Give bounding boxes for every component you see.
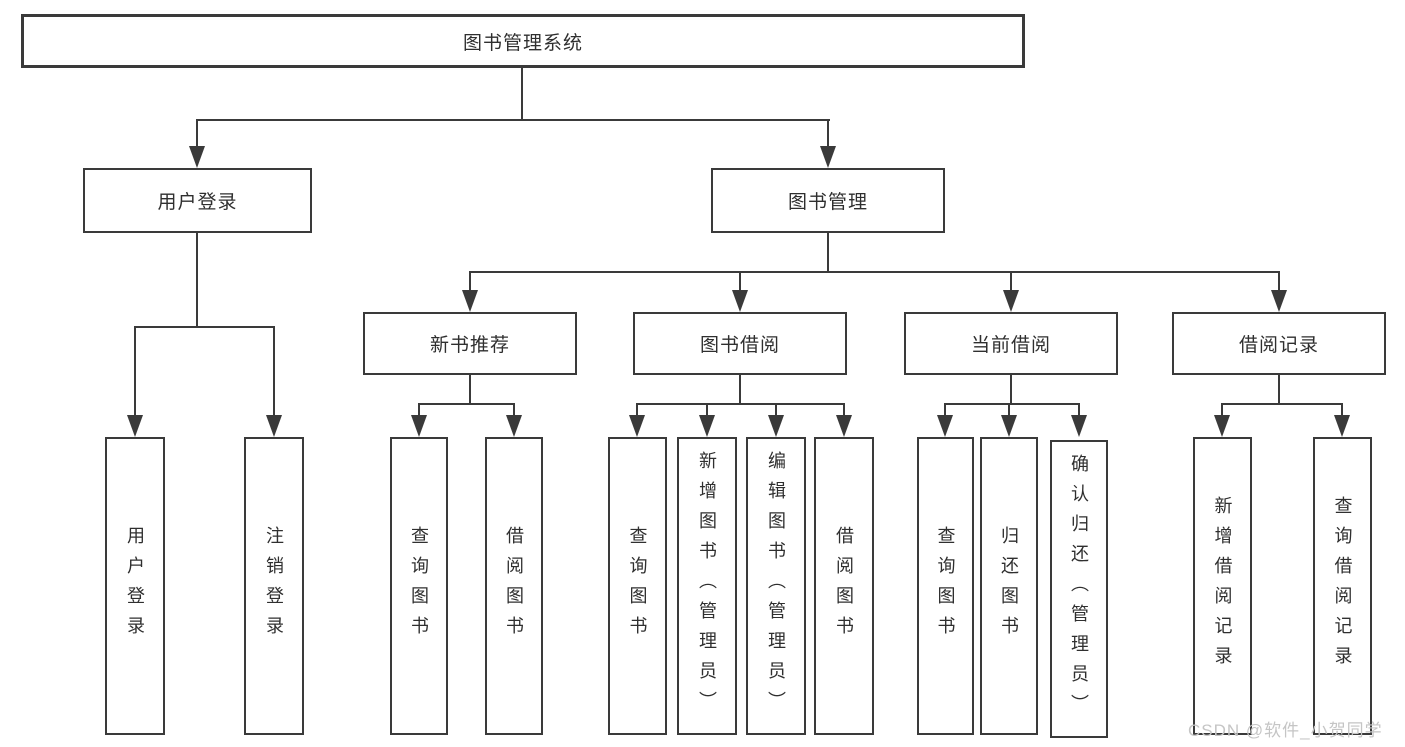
leaf-query-borrow-record: 查询借阅记录 [1313, 437, 1372, 735]
connector-to-leaf-user-login [134, 326, 136, 415]
arrow-down-icon [1214, 415, 1230, 437]
arrow-down-icon [266, 415, 282, 437]
connector-user-login-stem [196, 233, 198, 326]
connector-leaf [418, 403, 420, 415]
connector-to-current-borrow [1010, 271, 1012, 290]
leaf-add-borrow-record: 新增借阅记录 [1193, 437, 1252, 735]
leaf-query-books-borrow: 查询图书 [608, 437, 667, 735]
leaf-logout-login: 注销登录 [244, 437, 304, 735]
connector-leaf [775, 403, 777, 415]
arrow-down-icon [462, 290, 478, 312]
leaf-user-login: 用户登录 [105, 437, 165, 735]
connector-book-borrow-stem [739, 375, 741, 403]
leaf-borrow-books: 借阅图书 [814, 437, 874, 735]
connector-to-leaf-logout [273, 326, 275, 415]
connector-leaf [1078, 403, 1080, 415]
arrow-down-icon [629, 415, 645, 437]
connector-book-mgmt-stem [827, 233, 829, 271]
leaf-add-book-admin: 新增图书（管理员） [677, 437, 737, 735]
connector-root-stem [521, 68, 523, 119]
connector-leaf [706, 403, 708, 415]
leaf-edit-book-admin: 编辑图书（管理员） [746, 437, 806, 735]
connector-leaf [1008, 403, 1010, 415]
arrow-down-icon [937, 415, 953, 437]
connector-leaf [944, 403, 946, 415]
connector-book-borrow-split [636, 403, 845, 405]
connector-borrow-records-split [1221, 403, 1343, 405]
node-library-system: 图书管理系统 [21, 14, 1025, 68]
arrow-down-icon [732, 290, 748, 312]
arrow-down-icon [820, 146, 836, 168]
connector-leaf [1221, 403, 1223, 415]
connector-leaf [843, 403, 845, 415]
arrow-down-icon [1071, 415, 1087, 437]
connector-user-login-split [134, 326, 275, 328]
connector-leaf [1341, 403, 1343, 415]
connector-to-borrow-records [1278, 271, 1280, 290]
arrow-down-icon [836, 415, 852, 437]
connector-current-borrow-stem [1010, 375, 1012, 403]
connector-current-borrow-split [944, 403, 1080, 405]
arrow-down-icon [411, 415, 427, 437]
connector-to-user-login [196, 119, 198, 146]
arrow-down-icon [1001, 415, 1017, 437]
arrow-down-icon [1334, 415, 1350, 437]
leaf-borrow-books-recommend: 借阅图书 [485, 437, 543, 735]
arrow-down-icon [189, 146, 205, 168]
connector-leaf [636, 403, 638, 415]
arrow-down-icon [699, 415, 715, 437]
connector-to-book-management [827, 119, 829, 146]
connector-level3-split [469, 271, 1280, 273]
node-current-borrow: 当前借阅 [904, 312, 1118, 375]
connector-leaf [513, 403, 515, 415]
arrow-down-icon [768, 415, 784, 437]
node-book-borrow: 图书借阅 [633, 312, 847, 375]
leaf-query-books-current: 查询图书 [917, 437, 974, 735]
node-book-management: 图书管理 [711, 168, 945, 233]
csdn-watermark: CSDN @软件_小贺同学 [1188, 721, 1383, 740]
arrow-down-icon [1271, 290, 1287, 312]
leaf-return-book: 归还图书 [980, 437, 1038, 735]
node-new-book-recommend: 新书推荐 [363, 312, 577, 375]
node-user-login: 用户登录 [83, 168, 312, 233]
arrow-down-icon [506, 415, 522, 437]
connector-new-book-split [418, 403, 515, 405]
connector-new-book-stem [469, 375, 471, 403]
connector-borrow-records-stem [1278, 375, 1280, 403]
arrow-down-icon [127, 415, 143, 437]
leaf-query-books-recommend: 查询图书 [390, 437, 448, 735]
arrow-down-icon [1003, 290, 1019, 312]
connector-level1-split [196, 119, 830, 121]
leaf-confirm-return-admin: 确认归还（管理员） [1050, 440, 1108, 738]
connector-to-book-borrow [739, 271, 741, 290]
node-borrow-records: 借阅记录 [1172, 312, 1386, 375]
connector-to-new-book [469, 271, 471, 290]
